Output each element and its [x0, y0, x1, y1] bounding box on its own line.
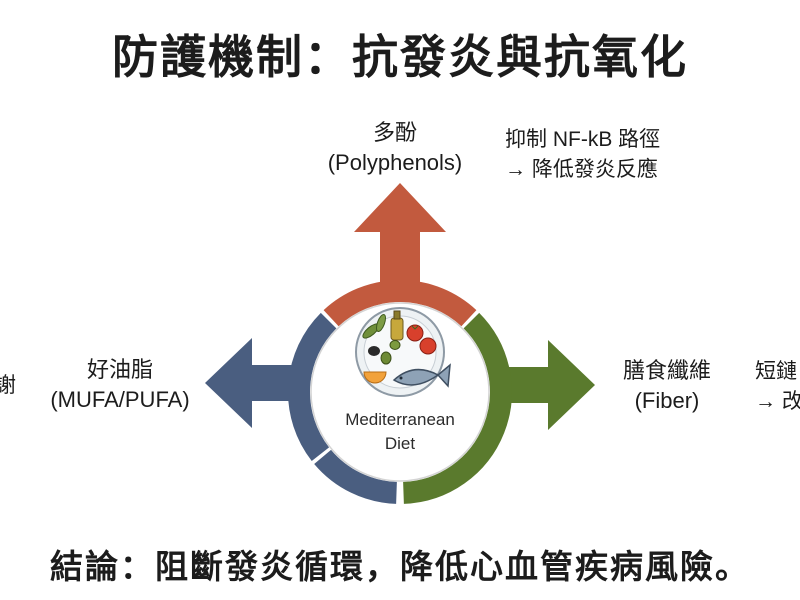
tomato-icon	[406, 324, 437, 355]
arrow-left-good-fats	[205, 338, 300, 428]
left-branch-label: 好油脂 (MUFA/PUFA)	[20, 355, 220, 415]
top-note-line-2: → 降低發炎反應	[505, 158, 658, 181]
arrow-right-fiber	[500, 340, 595, 430]
ring-segment-polyphenols	[323, 280, 477, 327]
left-branch-name: 好油脂	[86, 357, 153, 382]
leaf-icon	[362, 313, 387, 339]
mediterranean-plate-icon	[355, 307, 451, 397]
top-note-line-1: 抑制 NF-kB 路徑	[505, 128, 661, 151]
arrow-up-polyphenols	[354, 183, 446, 300]
orange-slice-icon	[363, 371, 387, 384]
ring-segment-good-fats-lower	[314, 449, 398, 504]
top-branch-sub: (Polyphenols)	[327, 150, 463, 175]
conclusion-text: 結論：阻斷發炎循環，降低心血管疾病風險。	[50, 548, 750, 585]
left-note-line-1: 謝	[0, 374, 16, 397]
olive-icon	[368, 340, 401, 365]
top-branch-note: 抑制 NF-kB 路徑 → 降低發炎反應	[505, 125, 660, 185]
olive-oil-bottle-icon	[390, 310, 404, 341]
ring-segment-good-fats-upper	[288, 312, 337, 461]
fish-icon	[392, 363, 451, 388]
right-branch-sub: (Fiber)	[634, 388, 700, 413]
page-title: 防護機制：抗發炎與抗氧化	[112, 31, 688, 83]
right-note-line-2: → 改	[755, 390, 800, 413]
center-label: Mediterranean Diet	[345, 410, 455, 453]
ring-segment-fiber	[402, 312, 512, 504]
right-branch-note: 短鏈 → 改	[755, 357, 800, 417]
top-branch-name: 多酚	[372, 120, 417, 145]
left-note-fragment: 謝	[0, 371, 16, 401]
right-note-line-1: 短鏈	[755, 360, 797, 383]
right-branch-name: 膳食纖維	[622, 358, 711, 383]
top-branch-label: 多酚 (Polyphenols)	[295, 118, 495, 178]
left-branch-sub: (MUFA/PUFA)	[50, 387, 190, 412]
cycle-ring	[288, 280, 512, 504]
right-branch-label: 膳食纖維 (Fiber)	[567, 356, 767, 416]
